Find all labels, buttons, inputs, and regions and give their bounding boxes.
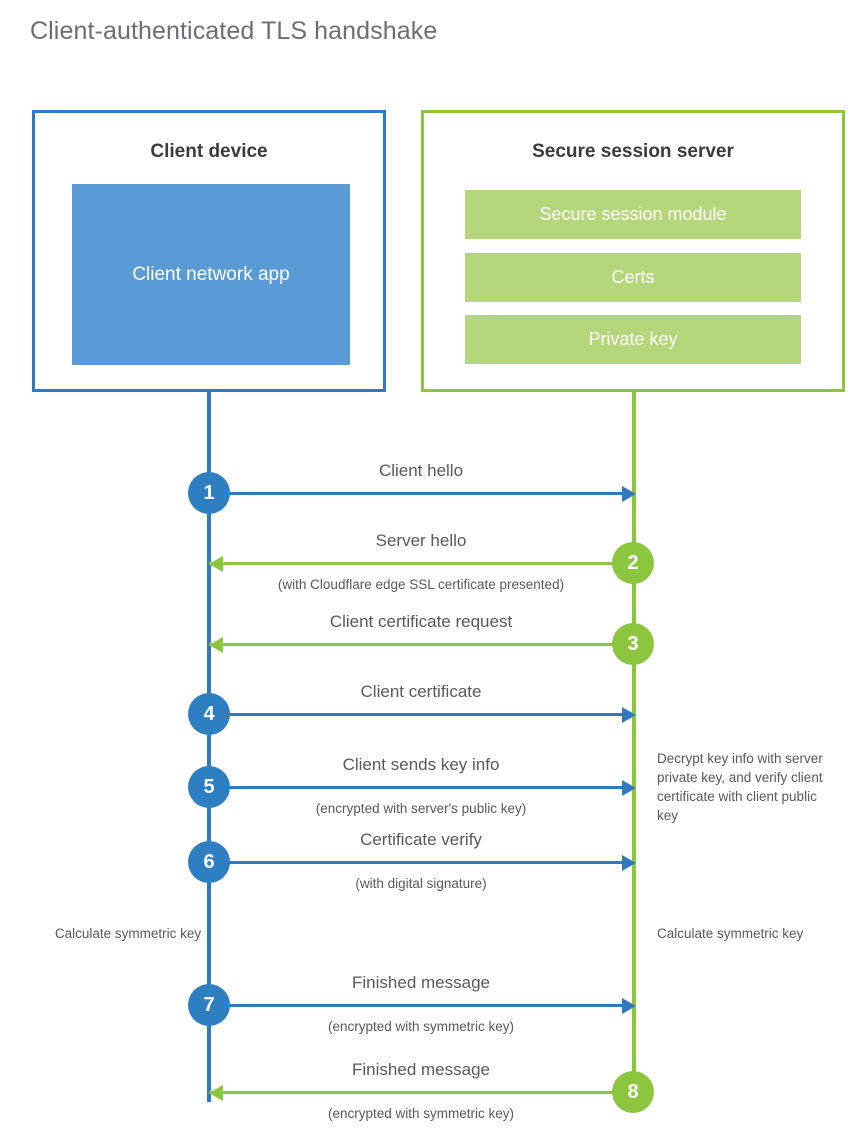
client-lifeline [207, 390, 211, 1102]
message-line [209, 1091, 633, 1094]
step-badge-8[interactable]: 8 [612, 1071, 654, 1113]
message-sublabel: (with digital signature) [355, 876, 487, 891]
client-device-title: Client device [150, 141, 268, 162]
step-badge-1[interactable]: 1 [188, 472, 230, 514]
step-badge-7[interactable]: 7 [188, 984, 230, 1026]
arrow-right-icon [622, 707, 636, 723]
step-badge-4[interactable]: 4 [188, 693, 230, 735]
arrow-right-icon [622, 780, 636, 796]
message-label: Server hello [375, 531, 467, 550]
annotation-calculate-symmetric-key-server: Calculate symmetric key [657, 926, 804, 941]
arrow-left-icon [209, 556, 223, 572]
arrow-right-icon [622, 855, 636, 871]
arrow-left-icon [209, 1085, 223, 1101]
message-label: Client sends key info [342, 755, 500, 774]
message-line [209, 1004, 633, 1007]
server-lifeline [632, 390, 636, 1092]
message-label: Client certificate [360, 682, 482, 701]
message-line [209, 562, 633, 565]
message-line [209, 492, 633, 495]
client-device-box: Client device Client network app [32, 110, 386, 392]
step-badge-2[interactable]: 2 [612, 542, 654, 584]
message-label: Certificate verify [360, 830, 482, 849]
message-label: Finished message [352, 973, 490, 992]
message-sublabel: (encrypted with server's public key) [315, 801, 527, 816]
server-component-secure-session-module: Secure session module [465, 190, 801, 239]
arrow-left-icon [209, 637, 223, 653]
client-network-app-block: Client network app [72, 184, 350, 365]
step-badge-6[interactable]: 6 [188, 841, 230, 883]
secure-session-server-box: Secure session server Secure session mod… [421, 110, 845, 392]
message-line [209, 786, 633, 789]
message-sublabel: (encrypted with symmetric key) [327, 1019, 515, 1034]
annotation-decrypt-key-info: Decrypt key info with server private key… [657, 751, 823, 823]
message-sublabel: (with Cloudflare edge SSL certificate pr… [277, 577, 565, 592]
server-component-private-key: Private key [465, 315, 801, 364]
message-line [209, 713, 633, 716]
server-component-certs: Certs [465, 253, 801, 302]
secure-session-server-title: Secure session server [532, 141, 734, 162]
message-line [209, 643, 633, 646]
message-label: Finished message [352, 1060, 490, 1079]
arrow-right-icon [622, 998, 636, 1014]
annotation-calculate-symmetric-key-client: Calculate symmetric key [54, 926, 202, 941]
client-network-app-label: Client network app [132, 264, 290, 285]
arrow-right-icon [622, 486, 636, 502]
message-label: Client hello [378, 461, 464, 480]
message-line [209, 861, 633, 864]
page-title: Client-authenticated TLS handshake [30, 17, 438, 45]
step-badge-3[interactable]: 3 [612, 623, 654, 665]
step-badge-5[interactable]: 5 [188, 766, 230, 808]
message-label: Client certificate request [329, 612, 513, 631]
message-sublabel: (encrypted with symmetric key) [327, 1106, 515, 1121]
